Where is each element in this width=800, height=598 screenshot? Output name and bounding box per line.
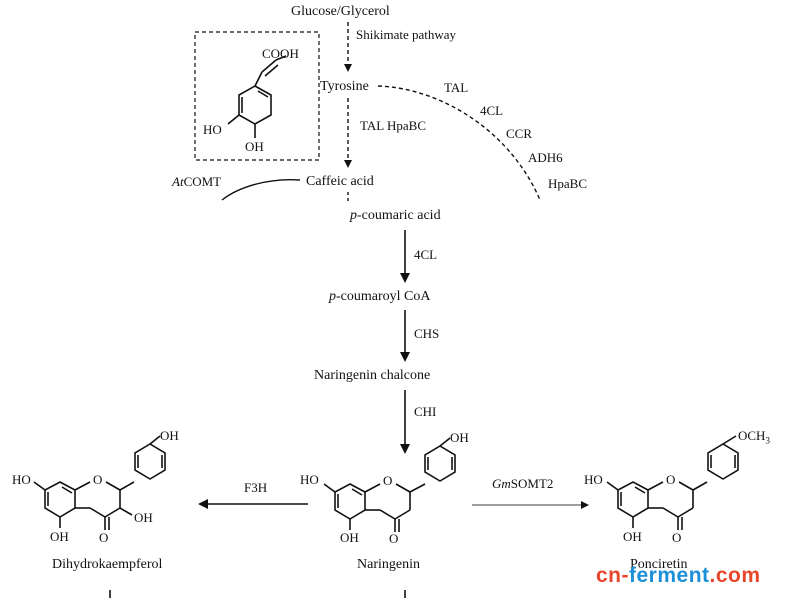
- dihydro-oh-3-label: OH: [134, 510, 153, 525]
- p-coumaroyl-rest: -coumaroyl CoA: [336, 289, 431, 304]
- compound-p-coumaroyl-coa: p-coumaroyl CoA: [329, 289, 430, 305]
- enzyme-gmsomt2: GmSOMT2: [492, 476, 553, 492]
- naringenin-structure: [323, 437, 456, 532]
- enzyme-atcomt: AtCOMT: [172, 174, 221, 190]
- p-coumaric-rest: -coumaric acid: [357, 208, 441, 223]
- dihydro-keto-o-label: O: [99, 530, 109, 545]
- dihydro-oh-top-label: OH: [160, 428, 179, 443]
- compound-caffeic-acid: Caffeic acid: [306, 174, 374, 189]
- enzyme-ccr: CCR: [506, 126, 533, 141]
- naringenin-o-label: O: [383, 473, 393, 488]
- compound-dihydrokaempferol: Dihydrokaempferol: [52, 557, 163, 572]
- dihydro-ho-label: HO: [12, 472, 31, 487]
- p-prefix: p: [329, 289, 336, 304]
- ponciretin-och3-label: OCH3: [738, 428, 770, 449]
- compound-naringenin-chalcone: Naringenin chalcone: [314, 368, 431, 383]
- watermark-logo: cn-ferment.com: [596, 564, 761, 588]
- at-prefix: At: [172, 174, 184, 189]
- enzyme-tal-hpabc: TAL HpaBC: [360, 118, 426, 133]
- dihydro-o-label: O: [93, 472, 103, 487]
- naringenin-ho-label: HO: [300, 472, 319, 487]
- dihydrokaempferol-structure: [33, 435, 166, 530]
- watermark-part-3: .com: [709, 564, 761, 587]
- dihydro-oh-bottom-label: OH: [50, 529, 69, 544]
- comt-rest: COMT: [183, 174, 222, 189]
- caffeic-oh-label: OH: [245, 139, 264, 154]
- enzyme-hpabc: HpaBC: [548, 176, 587, 191]
- caffeic-ho-label: HO: [203, 122, 222, 137]
- och-text: OCH: [738, 428, 766, 443]
- curve-tyrosine-side-branch: [377, 85, 541, 201]
- compound-tyrosine: Tyrosine: [320, 79, 369, 94]
- p-prefix: p: [350, 208, 357, 223]
- ponciretin-structure: [606, 435, 739, 530]
- watermark-part-2: ferment: [629, 564, 710, 587]
- watermark-part-1: cn-: [596, 564, 629, 587]
- compound-glucose-glycerol: Glucose/Glycerol: [291, 4, 390, 19]
- och3-subscript: 3: [765, 435, 770, 446]
- ponciretin-o-label: O: [666, 472, 676, 487]
- compound-naringenin: Naringenin: [357, 557, 420, 572]
- ponciretin-oh-bottom-label: OH: [623, 529, 642, 544]
- compound-p-coumaric-acid: p-coumaric acid: [350, 208, 441, 224]
- compound-ponciretin: Ponciretin: [630, 557, 688, 572]
- enzyme-shikimate-pathway: Shikimate pathway: [356, 27, 457, 42]
- enzyme-tal: TAL: [444, 80, 469, 95]
- ponciretin-keto-o-label: O: [672, 530, 682, 545]
- enzyme-4cl-side: 4CL: [480, 103, 504, 118]
- naringenin-oh-top-label: OH: [450, 430, 469, 445]
- somt2-rest: SOMT2: [510, 476, 554, 491]
- ponciretin-ho-label: HO: [584, 472, 603, 487]
- enzyme-f3h: F3H: [244, 480, 268, 495]
- gm-prefix: Gm: [492, 476, 511, 491]
- curve-atcomt: [221, 178, 301, 201]
- enzyme-adh6: ADH6: [528, 150, 563, 165]
- enzyme-chi: CHI: [414, 404, 437, 419]
- naringenin-keto-o-label: O: [389, 531, 399, 546]
- caffeic-cooh-label: COOH: [262, 46, 299, 61]
- enzyme-chs: CHS: [414, 326, 440, 341]
- enzyme-4cl: 4CL: [414, 247, 438, 262]
- caffeic-acid-structure: [227, 55, 287, 138]
- naringenin-oh-bottom-label: OH: [340, 530, 359, 545]
